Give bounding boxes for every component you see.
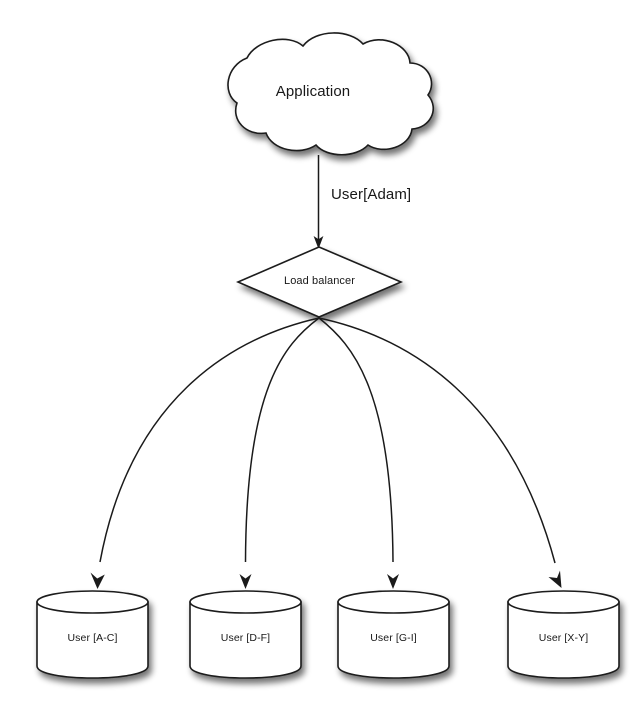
- edge-balancer-to-db-d-f: [239, 317, 320, 589]
- application-cloud-shape[interactable]: [227, 32, 434, 156]
- db-d-f-label: User [D-F]: [220, 632, 271, 644]
- db-g-i-shape[interactable]: [337, 590, 450, 679]
- application-cloud-label: Application: [0, 83, 642, 100]
- db-a-c-label: User [A-C]: [67, 632, 118, 644]
- load-balancer-label: Load balancer: [283, 275, 356, 287]
- application-cloud-label-text: Application: [275, 83, 351, 100]
- edge-label-user-adam: User[Adam]: [331, 186, 412, 203]
- db-x-y-shape[interactable]: [507, 590, 620, 679]
- db-a-c-shape[interactable]: [36, 590, 149, 679]
- edge-balancer-to-db-x-y: [318, 317, 562, 588]
- edge-balancer-to-db-a-c: [90, 317, 320, 589]
- db-x-y-label: User [X-Y]: [538, 632, 589, 644]
- edge-application-to-balancer: [313, 155, 324, 249]
- edge-balancer-to-db-g-i: [318, 317, 399, 589]
- db-g-i-label: User [G-I]: [370, 632, 417, 644]
- db-d-f-shape[interactable]: [189, 590, 302, 679]
- load-balancer-shape[interactable]: [235, 246, 404, 318]
